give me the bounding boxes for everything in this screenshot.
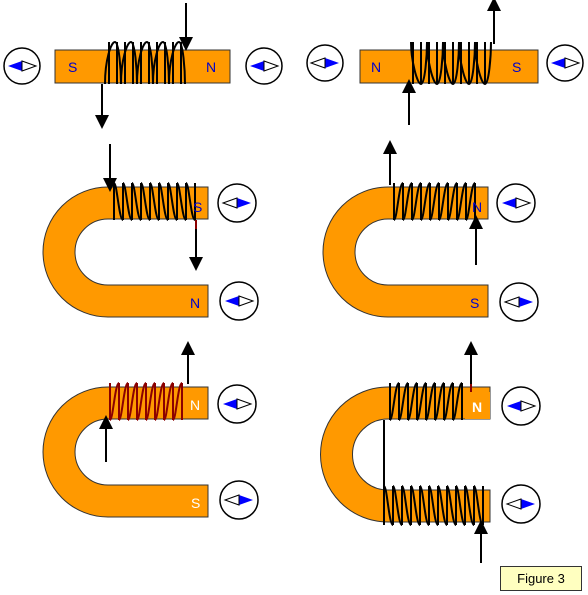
compass-right: [245, 47, 283, 85]
pole-face: [465, 392, 490, 419]
panel-horseshoe-2: N S: [322, 140, 539, 322]
panel-horseshoe-3: N S: [42, 341, 259, 520]
panel-horseshoe-4: N: [320, 341, 541, 563]
compass-bottom: [219, 480, 259, 520]
compass-top: [496, 183, 536, 223]
pole-label-top: N: [472, 399, 482, 415]
horseshoe-core: [42, 186, 209, 318]
compass-bottom: [501, 484, 541, 524]
compass-top: [217, 183, 257, 223]
compass-left: [3, 47, 41, 85]
compass-top: [501, 386, 541, 426]
horseshoe-core: [320, 386, 491, 523]
compass-top: [217, 384, 257, 424]
pole-label-bottom: N: [190, 295, 200, 311]
figure-caption: Figure 3: [500, 566, 582, 591]
coil: [109, 382, 183, 421]
panel-bar-left: S N: [3, 3, 283, 129]
coil-bottom: [383, 485, 484, 526]
coil: [113, 182, 196, 221]
pole-label-left: S: [68, 59, 77, 75]
compass-bottom: [499, 282, 539, 322]
compass-left: [306, 44, 344, 82]
coil: [104, 40, 186, 85]
pole-label-bottom: S: [191, 495, 200, 511]
pole-label-right: N: [206, 59, 216, 75]
coil: [393, 182, 476, 221]
bar-core: [54, 49, 231, 84]
pole-label-right: S: [512, 59, 521, 75]
pole-label-top: N: [472, 199, 482, 215]
horseshoe-core: [42, 386, 209, 518]
pole-label-top: S: [193, 199, 202, 215]
compass-bottom: [219, 281, 259, 321]
panel-horseshoe-1: S N: [42, 144, 259, 321]
pole-label-top: N: [190, 397, 200, 413]
coil-top: [389, 382, 463, 421]
panel-bar-right: N S: [306, 0, 584, 125]
coil: [410, 41, 492, 86]
pole-label-bottom: S: [470, 295, 479, 311]
pole-label-left: N: [371, 59, 381, 75]
compass-right: [546, 44, 584, 82]
horseshoe-core: [322, 186, 489, 318]
